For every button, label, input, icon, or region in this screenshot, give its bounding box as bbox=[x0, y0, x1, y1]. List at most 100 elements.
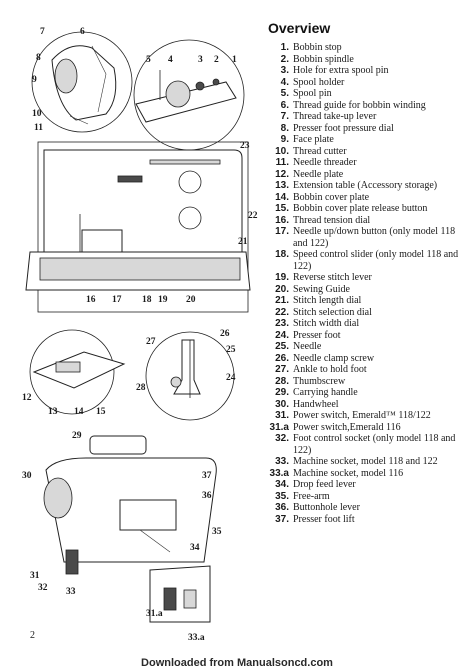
callout-16: 16 bbox=[86, 295, 96, 305]
legend-item-text: Machine socket, model 118 and 122 bbox=[293, 456, 438, 467]
legend-item: 17.Needle up/down button (only model 118… bbox=[262, 226, 472, 249]
callout-1: 1 bbox=[232, 55, 237, 65]
legend-item-text: Needle threader bbox=[293, 157, 357, 168]
legend-item-number: 23. bbox=[275, 318, 289, 329]
legend-item-text: Spool holder bbox=[293, 76, 345, 88]
legend-item-number: 30. bbox=[275, 398, 289, 410]
legend-item-number: 12. bbox=[275, 168, 289, 180]
legend-item-number: 2. bbox=[280, 53, 289, 65]
legend-item: 10. Thread cutter bbox=[262, 146, 472, 158]
legend-item: 3.Hole for extra spool pin bbox=[262, 65, 472, 77]
callout-20: 20 bbox=[186, 295, 196, 305]
legend-item-text: Power switch, Emerald™ 118/122 bbox=[293, 410, 431, 421]
legend-item-text: Thread guide for bobbin winding bbox=[293, 99, 426, 111]
footer-text: Downloaded from Manualsoncd.com bbox=[141, 657, 333, 669]
callout-labels: 7 6 8 9 10 11 5 4 3 2 1 23 22 21 16 17 1… bbox=[22, 27, 258, 643]
callout-33: 33 bbox=[66, 587, 76, 597]
legend-item-text: Bobbin stop bbox=[293, 42, 342, 53]
legend-item-number: 36. bbox=[275, 502, 289, 513]
legend-item-number: 26. bbox=[275, 352, 289, 364]
legend-item-number: 35. bbox=[275, 490, 289, 502]
legend-item-number: 31.a bbox=[269, 421, 289, 433]
legend-item-number: 9. bbox=[280, 134, 289, 145]
callout-37: 37 bbox=[202, 471, 212, 481]
legend-item-text: Hole for extra spool pin bbox=[293, 65, 389, 76]
legend-item-number: 4. bbox=[280, 76, 289, 88]
legend-item: 32.Foot control socket (only model 118 a… bbox=[262, 433, 472, 456]
inset-presser-foot bbox=[145, 331, 235, 421]
legend-item-text: Free-arm bbox=[293, 490, 330, 502]
legend-item-number: 6. bbox=[280, 99, 289, 111]
callout-17: 17 bbox=[112, 295, 122, 305]
legend-item: 36. Buttonhole lever bbox=[262, 502, 472, 514]
legend-item-number: 8. bbox=[280, 122, 289, 134]
legend-item: 5.Spool pin bbox=[262, 88, 472, 100]
legend-item: 16.Thread tension dial bbox=[262, 215, 472, 227]
legend-item-number: 21. bbox=[275, 295, 289, 306]
legend-item-text: Thread cutter bbox=[293, 145, 347, 157]
callout-15: 15 bbox=[96, 407, 106, 417]
callout-35: 35 bbox=[212, 527, 222, 537]
legend-item-number: 13. bbox=[275, 180, 289, 191]
legend-item-text: Presser foot pressure dial bbox=[293, 122, 394, 134]
legend-item: 14.Bobbin cover plate bbox=[262, 192, 472, 204]
legend-item: 34. Drop feed lever bbox=[262, 479, 472, 491]
legend-item-number: 33.a bbox=[269, 467, 289, 479]
legend-item-text: Carrying handle bbox=[293, 387, 358, 398]
callout-2: 2 bbox=[214, 55, 219, 65]
legend-item: 24.Presser foot bbox=[262, 330, 472, 342]
legend-item-number: 32. bbox=[275, 433, 289, 444]
callout-12: 12 bbox=[22, 393, 32, 403]
callout-26: 26 bbox=[220, 329, 230, 339]
legend-item: 29.Carrying handle bbox=[262, 387, 472, 399]
inset-spool-area bbox=[133, 39, 245, 151]
legend-item-number: 5. bbox=[280, 88, 289, 99]
legend-item-text: Stitch width dial bbox=[293, 318, 360, 329]
legend-item-text: Buttonhole lever bbox=[293, 502, 360, 513]
legend-item-text: Needle up/down button (only model 118 an… bbox=[293, 226, 456, 249]
callout-33a: 33.a bbox=[188, 633, 205, 643]
legend-item: 23. Stitch width dial bbox=[262, 318, 472, 330]
legend-item: 27.Ankle to hold foot bbox=[262, 364, 472, 376]
overview-heading: Overview bbox=[268, 20, 331, 36]
legend-item: 37.Presser foot lift bbox=[262, 514, 472, 526]
callout-32: 32 bbox=[38, 583, 48, 593]
legend-item: 25.Needle bbox=[262, 341, 472, 353]
legend-item: 8. Presser foot pressure dial bbox=[262, 123, 472, 135]
legend-item-number: 27. bbox=[275, 364, 289, 375]
callout-18: 18 bbox=[142, 295, 152, 305]
legend-item-number: 28. bbox=[275, 375, 289, 387]
legend-item-text: Speed control slider (only model 118 and… bbox=[293, 249, 459, 272]
legend-item-number: 10. bbox=[275, 145, 289, 157]
legend-item: 26. Needle clamp screw bbox=[262, 353, 472, 365]
callout-21: 21 bbox=[238, 237, 248, 247]
legend-item: 2.Bobbin spindle bbox=[262, 54, 472, 66]
legend-item-number: 15. bbox=[275, 203, 289, 214]
callout-11: 11 bbox=[34, 123, 43, 133]
callout-24: 24 bbox=[226, 373, 236, 383]
callout-34: 34 bbox=[190, 543, 200, 553]
legend-item: 6. Thread guide for bobbin winding bbox=[262, 100, 472, 112]
legend-item: 4. Spool holder bbox=[262, 77, 472, 89]
callout-13: 13 bbox=[48, 407, 58, 417]
legend-item-text: Bobbin cover plate bbox=[293, 191, 370, 203]
legend-item-number: 16. bbox=[275, 214, 289, 226]
legend-item: 7.Thread take-up lever bbox=[262, 111, 472, 123]
legend-item-text: Drop feed lever bbox=[293, 479, 356, 490]
inset-needle-plate bbox=[29, 329, 126, 415]
legend-item-number: 7. bbox=[280, 111, 289, 122]
legend-item-text: Bobbin cover plate release button bbox=[293, 203, 428, 214]
callout-27: 27 bbox=[146, 337, 156, 347]
legend-item-number: 33. bbox=[275, 456, 289, 467]
legend-item-number: 34. bbox=[275, 479, 289, 490]
legend-item-number: 22. bbox=[275, 306, 289, 318]
legend-item-text: Face plate bbox=[293, 134, 334, 145]
legend-item-text: Needle clamp screw bbox=[293, 352, 375, 364]
callout-29: 29 bbox=[72, 431, 82, 441]
inset-face-plate bbox=[31, 31, 133, 133]
legend-item-text: Needle plate bbox=[293, 168, 344, 180]
legend-item: 15. Bobbin cover plate release button bbox=[262, 203, 472, 215]
